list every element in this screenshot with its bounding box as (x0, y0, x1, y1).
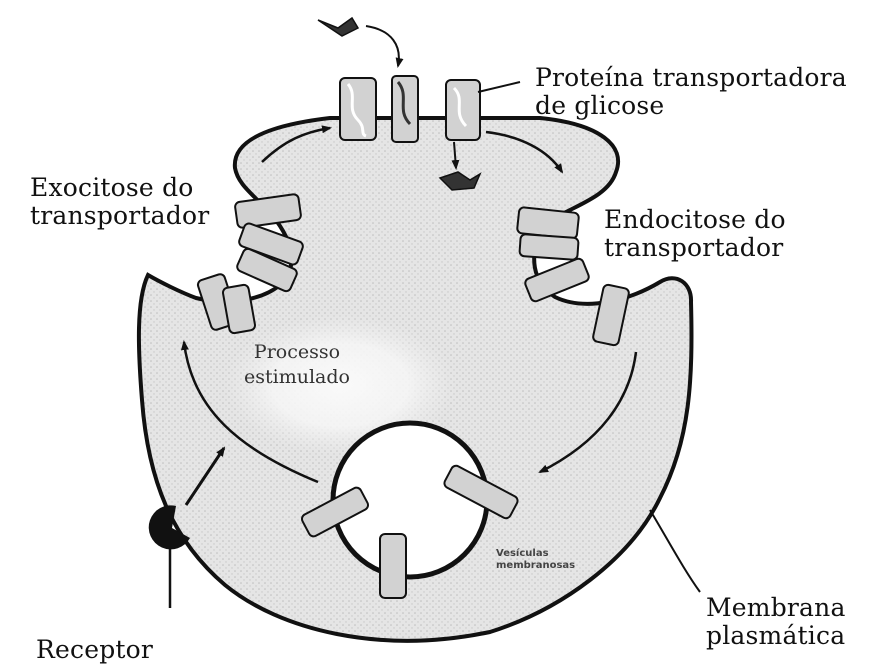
vesicles-label-line2: membranosas (496, 560, 575, 572)
vesicles-label: Vesículas membranosas (496, 548, 575, 572)
plasma-membrane-leader-line (650, 510, 700, 592)
endocytosis-label-line1: Endocitose do (604, 206, 786, 234)
glucose-transporter-leader-line (478, 82, 520, 92)
exocytosis-label-line1: Exocitose do (30, 174, 209, 202)
vesicles-label-line1: Vesículas (496, 548, 575, 560)
glucose-transporter-proteins-membrane (340, 76, 480, 142)
endocytosis-label-line2: transportador (604, 234, 786, 262)
glucose-transporter-label: Proteína transportadora de glicose (535, 64, 847, 120)
glucose-entry-arrow (366, 26, 399, 66)
stimulated-process-label-line1: Processo (244, 340, 350, 365)
stimulated-process-label-line2: estimulado (244, 365, 350, 390)
plasma-membrane-label-line1: Membrana (706, 594, 846, 622)
plasma-membrane-label: Membrana plasmática (706, 594, 846, 650)
glucose-transporter-label-line2: de glicose (535, 92, 847, 120)
glucose-transporter-label-line1: Proteína transportadora (535, 64, 847, 92)
endocytosis-label: Endocitose do transportador (604, 206, 786, 262)
receptor-label: Receptor (36, 636, 153, 664)
exocytosis-label-line2: transportador (30, 202, 209, 230)
plasma-membrane-label-line2: plasmática (706, 622, 846, 650)
exocytosis-label: Exocitose do transportador (30, 174, 209, 230)
stimulated-process-label: Processo estimulado (244, 340, 350, 389)
